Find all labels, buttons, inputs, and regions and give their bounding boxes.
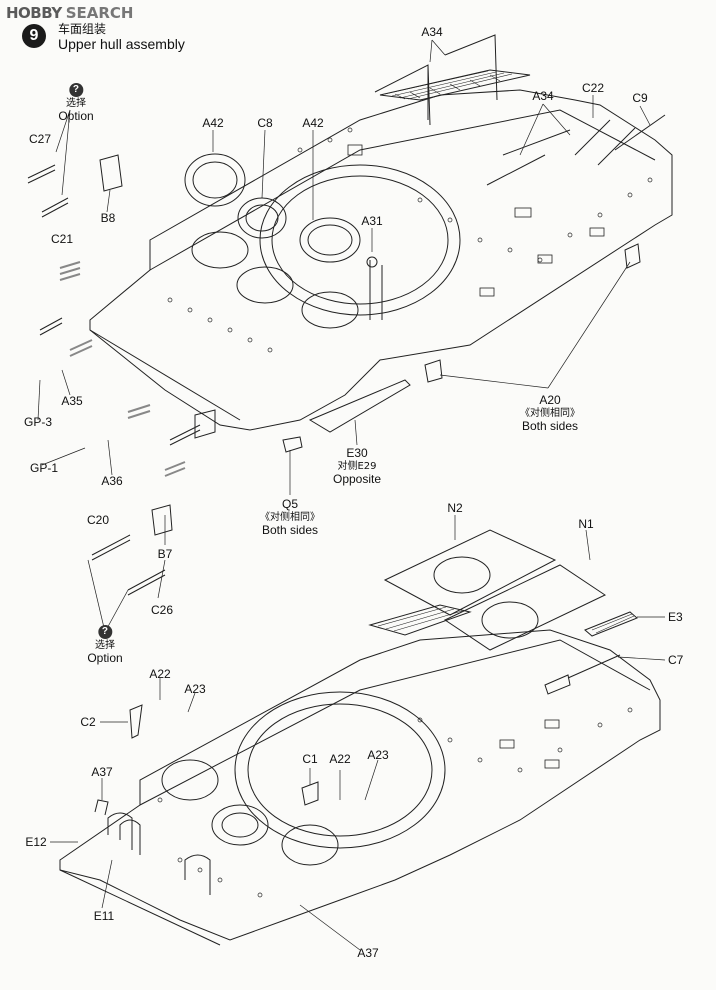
label-a23-left: A23	[184, 682, 206, 696]
label-a34-top: A34	[421, 25, 443, 39]
label-n1: N1	[578, 517, 594, 531]
label-a37-bottom: A37	[357, 946, 379, 960]
step-number-badge: 9	[22, 24, 46, 48]
label-b7: B7	[157, 547, 173, 561]
label-a36: A36	[101, 474, 123, 488]
label-b8: B8	[100, 211, 116, 225]
label-a23-mid: A23	[367, 748, 389, 762]
label-c2: C2	[80, 715, 96, 729]
label-a42-mid: A42	[302, 116, 324, 130]
label-e11: E11	[93, 909, 115, 923]
label-c7: C7	[668, 653, 684, 667]
label-a31: A31	[361, 214, 383, 228]
label-c26: C26	[150, 603, 174, 617]
label-n2: N2	[447, 501, 463, 515]
option-label-en: Option	[58, 109, 94, 123]
label-a20: A20	[539, 393, 561, 407]
label-a22-mid: A22	[329, 752, 351, 766]
label-q5-note-cn: 《对侧相同》	[260, 512, 320, 523]
label-a42-left: A42	[202, 116, 224, 130]
label-c21: C21	[50, 232, 74, 246]
label-gp3: GP-3	[23, 415, 53, 429]
label-c9: C9	[632, 91, 648, 105]
option-label-cn: 选择	[94, 640, 115, 651]
label-e3: E3	[668, 610, 683, 624]
label-c22: C22	[581, 81, 605, 95]
option-label-en: Option	[87, 651, 123, 665]
label-e30-group: E30 对侧E29 Opposite	[333, 447, 381, 486]
label-e12: E12	[25, 835, 47, 849]
label-a20-note-en: Both sides	[521, 419, 579, 433]
step-title-english: Upper hull assembly	[58, 36, 185, 52]
watermark-search: SEARCH	[65, 4, 134, 22]
label-q5: Q5	[281, 497, 298, 511]
option-note-bottom: ? 选择 Option	[87, 624, 123, 665]
label-q5-note-en: Both sides	[261, 523, 319, 537]
label-c27: C27	[28, 132, 52, 146]
option-label-cn: 选择	[65, 98, 86, 109]
question-icon: ?	[97, 625, 112, 639]
label-c1: C1	[302, 752, 318, 766]
label-e30-note-cn: 对侧E29	[337, 461, 377, 472]
option-note-top: ? 选择 Option	[58, 82, 94, 123]
hobbysearch-watermark: HOBBY SEARCH	[6, 4, 134, 22]
label-a20-note-cn: 《对侧相同》	[520, 408, 580, 419]
label-a37-left: A37	[91, 765, 113, 779]
step-title-chinese: 车面组装	[58, 22, 107, 36]
label-e30: E30	[346, 446, 368, 460]
upper-hull-bottom-drawing	[50, 504, 666, 951]
label-e30-note-en: Opposite	[332, 472, 382, 486]
label-a35: A35	[61, 394, 83, 408]
label-c20: C20	[86, 513, 110, 527]
label-a34-right: A34	[532, 89, 554, 103]
label-a20-group: A20 《对侧相同》 Both sides	[520, 394, 580, 433]
label-gp1: GP-1	[29, 461, 59, 475]
watermark-logo: HOBBY	[6, 4, 62, 22]
label-a22-left: A22	[149, 667, 171, 681]
upper-hull-top-drawing	[27, 34, 673, 495]
question-icon: ?	[68, 83, 83, 97]
label-c8: C8	[257, 116, 273, 130]
label-q5-group: Q5 《对侧相同》 Both sides	[260, 498, 320, 537]
